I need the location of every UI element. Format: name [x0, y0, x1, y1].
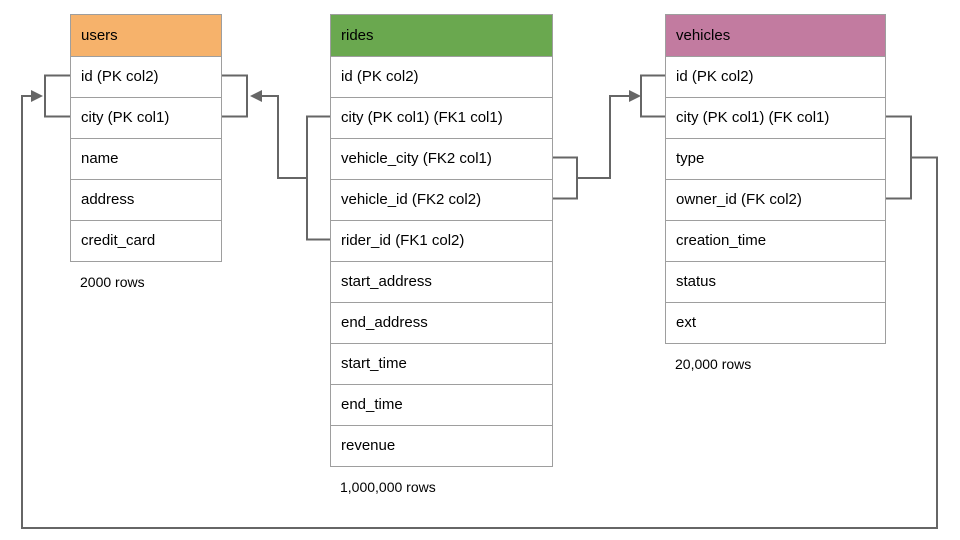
table-column-row: revenue: [331, 425, 552, 466]
vehicles-pk-left-bracket: [640, 74, 665, 118]
rides-to-users-shaft: [261, 95, 307, 179]
table-column-row: end_address: [331, 302, 552, 343]
table-column-row: start_time: [331, 343, 552, 384]
table-column-row: ext: [666, 302, 885, 343]
table-column-row: status: [666, 261, 885, 302]
table-rides-box: rides id (PK col2)city (PK col1) (FK1 co…: [330, 14, 553, 467]
table-column-row: id (PK col2): [71, 56, 221, 97]
table-vehicles-box: vehicles id (PK col2)city (PK col1) (FK …: [665, 14, 886, 344]
table-vehicles: vehicles id (PK col2)city (PK col1) (FK …: [665, 14, 886, 372]
rides-fk2-bracket: [553, 156, 578, 200]
table-rides: rides id (PK col2)city (PK col1) (FK1 co…: [330, 14, 553, 495]
table-rides-columns: id (PK col2)city (PK col1) (FK1 col1)veh…: [331, 56, 552, 466]
table-column-row: city (PK col1) (FK1 col1): [331, 97, 552, 138]
table-column-row: address: [71, 179, 221, 220]
table-column-row: name: [71, 138, 221, 179]
vehicles-fk-bracket: [886, 115, 912, 200]
table-column-row: type: [666, 138, 885, 179]
table-column-row: creation_time: [666, 220, 885, 261]
users-pk-left-bracket: [44, 74, 70, 118]
users-pk-right-bracket: [222, 74, 248, 118]
table-column-row: vehicle_city (FK2 col1): [331, 138, 552, 179]
table-column-row: vehicle_id (FK2 col2): [331, 179, 552, 220]
table-column-row: end_time: [331, 384, 552, 425]
table-users-rowcount: 2000 rows: [80, 274, 145, 290]
table-vehicles-rowcount: 20,000 rows: [675, 356, 752, 372]
table-vehicles-header: vehicles: [666, 15, 885, 56]
rides-to-vehicles-shaft: [577, 95, 630, 179]
table-vehicles-columns: id (PK col2)city (PK col1) (FK col1)type…: [666, 56, 885, 343]
table-column-row: rider_id (FK1 col2): [331, 220, 552, 261]
table-column-row: owner_id (FK col2): [666, 179, 885, 220]
table-rides-header: rides: [331, 15, 552, 56]
arrowhead-into-users-right: [250, 90, 262, 102]
table-column-row: credit_card: [71, 220, 221, 261]
connector-rides-to-users: [222, 74, 330, 241]
table-column-row: id (PK col2): [331, 56, 552, 97]
table-column-row: start_address: [331, 261, 552, 302]
table-column-row: city (PK col1): [71, 97, 221, 138]
table-column-row: city (PK col1) (FK col1): [666, 97, 885, 138]
connector-rides-to-vehicles: [553, 74, 665, 200]
arrowhead-into-vehicles-left: [629, 90, 641, 102]
rides-fk1-bracket: [306, 115, 330, 241]
table-rides-rowcount: 1,000,000 rows: [340, 479, 436, 495]
arrowhead-into-users-left: [31, 90, 43, 102]
table-column-row: id (PK col2): [666, 56, 885, 97]
table-users-header: users: [71, 15, 221, 56]
